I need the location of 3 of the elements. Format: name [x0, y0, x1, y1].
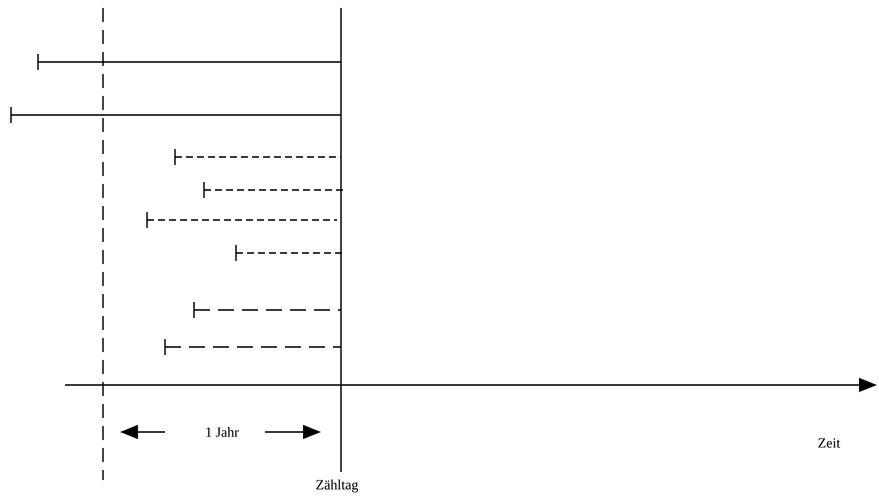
line-label: Zähltag [316, 480, 358, 492]
axis-label: Zeit [818, 438, 840, 448]
dimension-label: 1 Jahr [206, 427, 239, 437]
